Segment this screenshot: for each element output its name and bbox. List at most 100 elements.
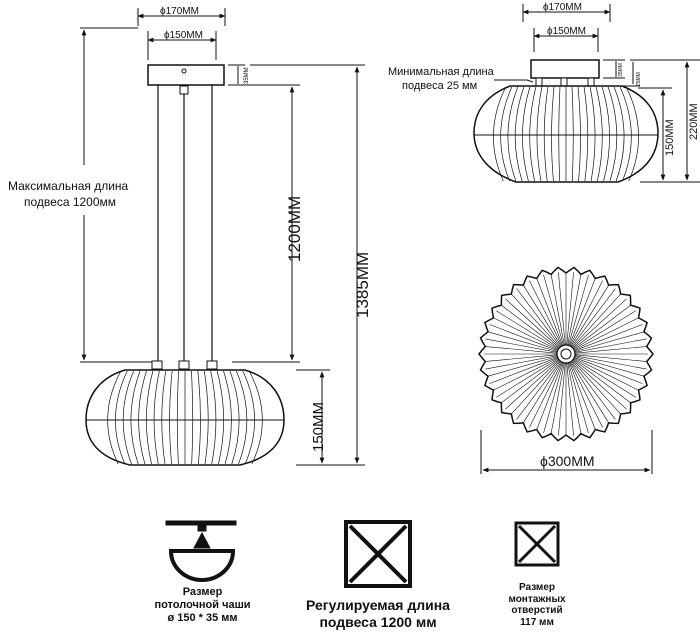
- shade-rib: [107, 370, 122, 465]
- ceiling-dim-canopy-h: 35MM: [618, 63, 624, 77]
- mounting-holes-label: Размер монтажных отверстий 117 мм: [508, 582, 566, 628]
- top-ray: [566, 362, 574, 436]
- mounting-holes-icon: [514, 521, 560, 567]
- ceiling-dim-gap: 25MM: [636, 72, 642, 86]
- shade-rib: [130, 370, 141, 465]
- shade-rib: [115, 370, 128, 465]
- shade-rib: [529, 86, 537, 182]
- top-ray: [558, 362, 566, 436]
- shade-rib: [607, 86, 618, 182]
- top-ray: [574, 355, 647, 370]
- min-length-line2: подвеса 25 мм: [402, 80, 477, 92]
- shade-rib: [161, 370, 167, 465]
- shade-rib: [543, 86, 549, 182]
- shade-rib: [223, 370, 232, 465]
- top-ray: [573, 357, 640, 391]
- shade-rib: [235, 370, 248, 465]
- shade-rib: [242, 370, 255, 465]
- top-ray: [500, 304, 559, 349]
- side-dim-inner: ϕ150MM: [164, 30, 203, 41]
- top-ray: [573, 304, 632, 349]
- top-ray: [566, 272, 574, 346]
- shade-rib: [197, 370, 201, 465]
- top-ray: [574, 354, 648, 362]
- shade-rib: [191, 370, 194, 465]
- top-ray: [571, 293, 622, 348]
- shade-rib: [153, 370, 160, 465]
- shade-rib: [176, 370, 179, 465]
- top-ray: [572, 298, 627, 349]
- top-ray: [536, 362, 563, 431]
- top-ray: [505, 359, 560, 410]
- top-ray: [568, 275, 589, 346]
- top-ray: [573, 358, 636, 398]
- top-ray: [489, 357, 558, 384]
- top-ray: [574, 324, 643, 351]
- shade-rib: [122, 370, 135, 465]
- ceiling-shade: [473, 85, 659, 183]
- shade-rib: [248, 370, 263, 465]
- top-ray: [485, 355, 558, 370]
- top-ray: [569, 280, 603, 347]
- top-ray: [487, 331, 558, 352]
- top-ray: [529, 361, 563, 428]
- ceiling-canopy: [530, 59, 600, 79]
- shade-rib: [138, 370, 147, 465]
- side-dim-outer: ϕ170MM: [160, 6, 199, 17]
- ceiling-dim-outer: ϕ170MM: [543, 2, 582, 13]
- top-ray: [550, 362, 565, 435]
- adjustable-length-label: Регулируемая длина подвеса 1200 мм: [306, 597, 450, 630]
- shade-rib: [493, 86, 507, 182]
- side-dim-total: 1385MM: [353, 252, 372, 318]
- top-ray: [487, 356, 558, 377]
- top-ray: [568, 362, 589, 433]
- shade-rib: [577, 86, 581, 182]
- top-ray: [484, 354, 558, 362]
- ceiling-view: [473, 4, 700, 183]
- shade-rib: [210, 370, 217, 465]
- shade-rib: [601, 86, 610, 182]
- top-ray: [492, 317, 559, 351]
- top-ray: [574, 357, 643, 384]
- shade-rib: [613, 86, 625, 182]
- max-length-line1: Максимальная длина: [8, 179, 129, 193]
- top-ray: [571, 360, 622, 415]
- top-ray: [570, 361, 610, 424]
- shade-rib: [536, 86, 543, 182]
- shade-rib: [551, 86, 555, 182]
- top-ray: [558, 272, 566, 346]
- shade-rib: [589, 86, 596, 182]
- top-ray: [543, 275, 564, 346]
- side-dim-shade: 150MM: [310, 402, 327, 452]
- side-shade: [85, 369, 285, 466]
- canopy-size-label: Размер потолочной чаши ø 150 * 35 мм: [154, 586, 251, 625]
- shade-rib: [522, 86, 531, 182]
- top-dim-diameter: ϕ300MM: [540, 453, 595, 469]
- top-ray: [550, 273, 565, 346]
- shade-rib: [500, 86, 513, 182]
- top-ray: [573, 310, 636, 350]
- top-ray: [516, 361, 561, 420]
- top-ray: [496, 310, 559, 350]
- shade-rib: [169, 370, 173, 465]
- top-ray: [574, 356, 645, 377]
- top-ray: [569, 362, 596, 431]
- ceiling-dim-total: 220MM: [688, 103, 700, 140]
- side-canopy: [147, 64, 225, 86]
- top-ray: [500, 359, 559, 404]
- shade-rib: [558, 86, 561, 182]
- top-ray: [510, 360, 561, 415]
- shade-rib: [229, 370, 240, 465]
- side-dim-canopy-h: 35MM: [244, 67, 250, 84]
- ceiling-dim-inner: ϕ150MM: [547, 26, 586, 37]
- top-ray: [522, 361, 562, 424]
- top-ray: [529, 280, 563, 347]
- shade-rib: [571, 86, 574, 182]
- side-view: [80, 8, 365, 466]
- top-ray: [492, 357, 559, 391]
- top-ray: [573, 317, 640, 351]
- canopy-size-icon: [165, 520, 237, 583]
- top-ray: [572, 359, 627, 410]
- shade-rib: [146, 370, 154, 465]
